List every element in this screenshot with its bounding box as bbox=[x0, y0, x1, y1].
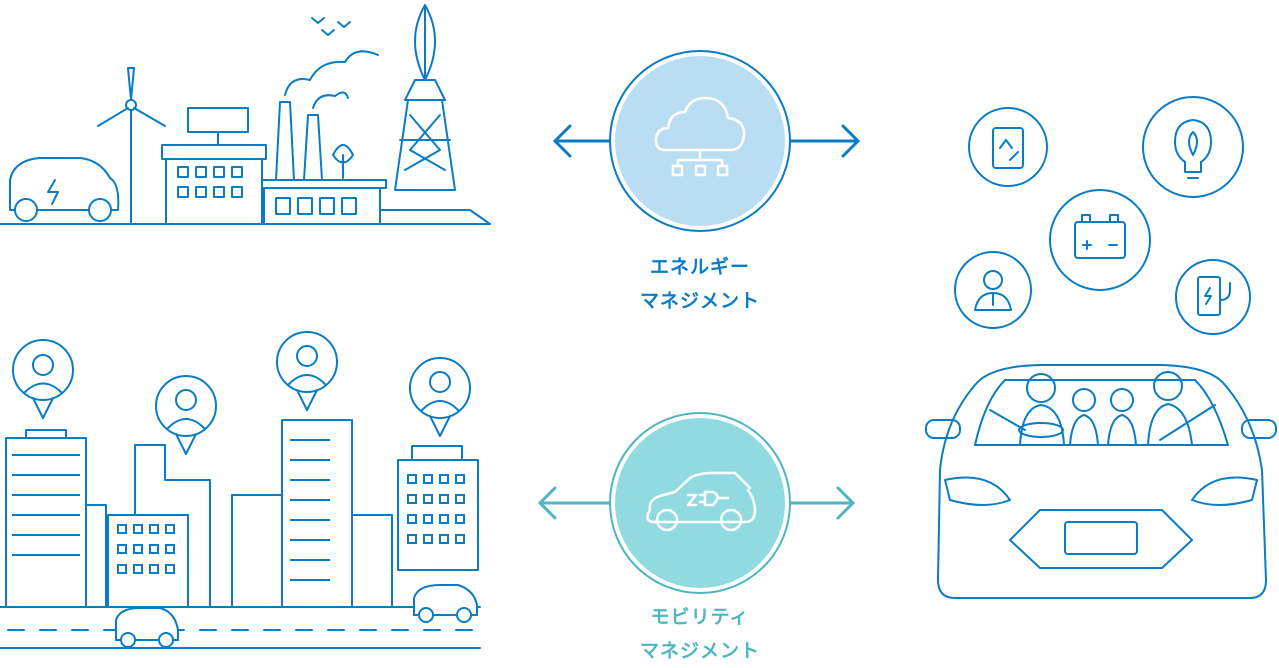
ev-plug-car-icon bbox=[646, 471, 757, 532]
charging-station-icon bbox=[1175, 259, 1251, 335]
energy-label-line1: エネルギー bbox=[649, 256, 750, 278]
mobility-label-line1: モビリティ bbox=[650, 606, 750, 628]
mobility-management-label: モビリティ マネジメント bbox=[580, 600, 820, 668]
mobility-hub bbox=[537, 412, 856, 594]
battery-icon bbox=[1049, 189, 1151, 291]
leaf-bulb-icon bbox=[1142, 96, 1244, 198]
avatar-pins bbox=[12, 331, 471, 455]
energy-hub bbox=[552, 50, 861, 232]
cloud-network-icon bbox=[654, 96, 746, 177]
factory-illustration bbox=[261, 17, 387, 225]
city-scene-illustration bbox=[0, 331, 481, 649]
service-icons bbox=[954, 96, 1251, 335]
battery-recycle-icon bbox=[968, 107, 1048, 187]
energy-label-line2: マネジメント bbox=[639, 290, 760, 312]
energy-management-label: エネルギー マネジメント bbox=[580, 250, 820, 318]
family-passengers bbox=[989, 371, 1216, 446]
energy-scene-illustration bbox=[0, 4, 491, 225]
wind-turbine-illustration bbox=[97, 67, 166, 225]
ev-car-small bbox=[115, 584, 478, 648]
solar-building-illustration bbox=[161, 107, 267, 225]
person-icon bbox=[954, 251, 1032, 329]
family-car-illustration bbox=[925, 364, 1277, 599]
ev-car-illustration bbox=[9, 157, 120, 222]
power-tower-illustration bbox=[379, 4, 491, 225]
mobility-label-line2: マネジメント bbox=[639, 640, 760, 662]
